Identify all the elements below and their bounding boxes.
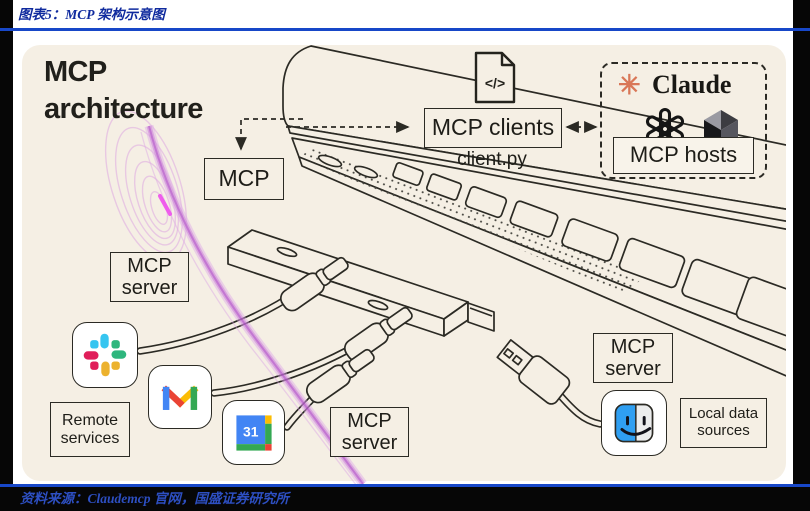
server-label-line2: server <box>605 358 661 380</box>
remote-services-box: Remote services <box>50 402 130 457</box>
remote-services-line2: services <box>60 429 120 447</box>
server-label-line1: MCP <box>610 335 656 358</box>
figure-caption: 图表5：MCP 架构示意图 <box>18 7 165 22</box>
local-data-sources-box: Local data sources <box>680 398 767 448</box>
code-glyph: </> <box>485 75 505 91</box>
server-label-line2: server <box>341 432 398 454</box>
diagram-title-line1: MCP <box>44 56 107 88</box>
mcp-server-box-middle: MCP server <box>330 407 409 457</box>
claude-wordmark: Claude <box>652 70 732 99</box>
local-data-line1: Local data <box>688 405 759 423</box>
mcp-box: MCP <box>204 158 284 200</box>
server-label-line1: MCP <box>127 254 172 277</box>
code-file-icon: </> <box>464 50 520 111</box>
mcp-box-label: MCP <box>218 165 270 192</box>
remote-services-line1: Remote <box>61 411 119 429</box>
mcp-clients-label: MCP clients <box>431 114 555 141</box>
claude-logo-icon: ✳ <box>618 70 641 100</box>
slack-icon <box>72 322 138 388</box>
source-note: 资料来源：Claudemcp 官网，国盛证券研究所 <box>20 491 289 506</box>
calendar-day-label: 31 <box>243 423 259 439</box>
server-label-line1: MCP <box>347 409 392 432</box>
header-rule <box>0 28 810 31</box>
mcp-server-box-right: MCP server <box>593 333 673 383</box>
mcp-server-box-left: MCP server <box>110 252 189 302</box>
local-data-line2: sources <box>697 422 750 439</box>
diagram-title-line2: architecture <box>44 92 203 125</box>
diagram-title: MCP architecture <box>44 54 203 127</box>
mcp-hosts-box: MCP hosts <box>613 137 754 174</box>
google-calendar-icon: 31 <box>222 400 285 465</box>
client-py-label: client.py <box>457 149 527 170</box>
finder-icon <box>601 390 667 456</box>
mcp-clients-box: MCP clients <box>424 108 562 148</box>
footer-rule <box>0 484 810 487</box>
mcp-hosts-label: MCP hosts <box>629 142 738 168</box>
gmail-icon <box>148 365 212 429</box>
server-label-line2: server <box>121 277 178 299</box>
